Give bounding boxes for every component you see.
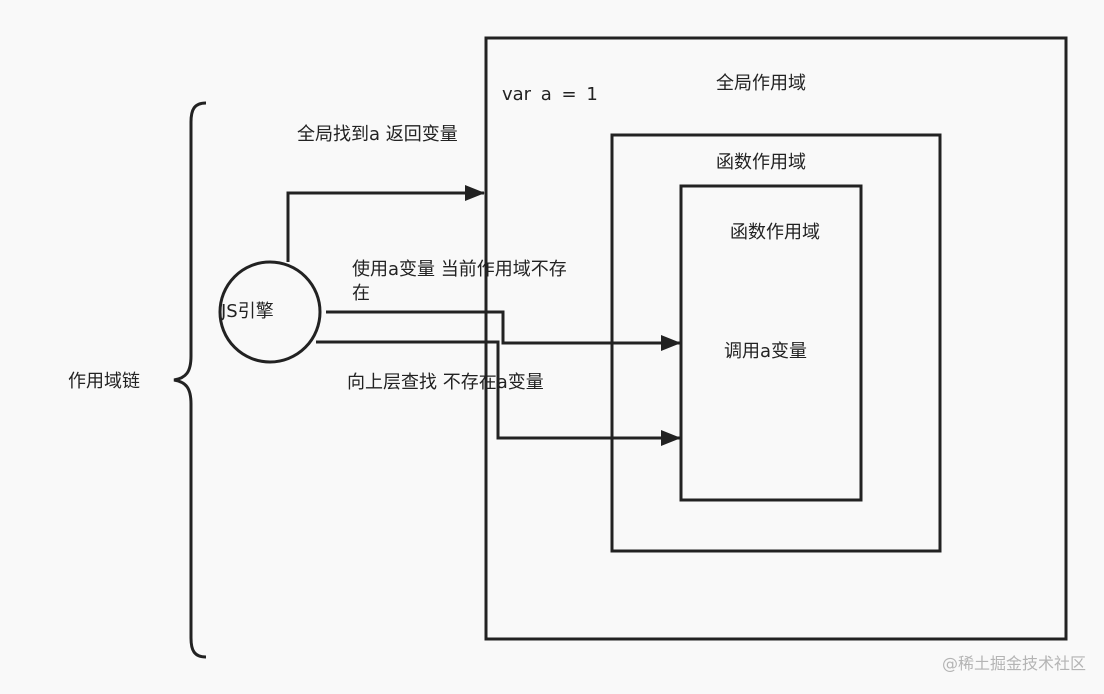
edge-to-current-scope xyxy=(326,310,681,351)
edge-label-to-upper: 向上层查找 不存在a变量 xyxy=(347,372,544,393)
edge-to-upper-scope xyxy=(316,340,681,446)
function-scope-inner-title: 函数作用域 xyxy=(730,222,820,243)
global-code-label: var a = 1 xyxy=(502,84,598,105)
function-scope-outer-title: 函数作用域 xyxy=(716,152,806,173)
edge-to-global xyxy=(286,185,485,262)
js-engine-label: JS引擎 xyxy=(221,301,274,322)
inner-scope-content-label: 调用a变量 xyxy=(724,341,808,362)
edge-label-to-current-line2: 在 xyxy=(352,283,370,304)
scope-chain-brace xyxy=(173,101,207,659)
edge-label-to-global: 全局找到a 返回变量 xyxy=(297,124,458,145)
scope-chain-label: 作用域链 xyxy=(68,371,140,392)
watermark: @稀土掘金技术社区 xyxy=(941,654,1086,673)
js-engine-circle xyxy=(218,260,322,364)
edge-label-to-current-line1: 使用a变量 当前作用域不存 xyxy=(352,259,567,280)
global-scope-box xyxy=(484,36,1068,641)
function-scope-inner-box xyxy=(679,184,863,502)
global-scope-title: 全局作用域 xyxy=(716,73,806,94)
